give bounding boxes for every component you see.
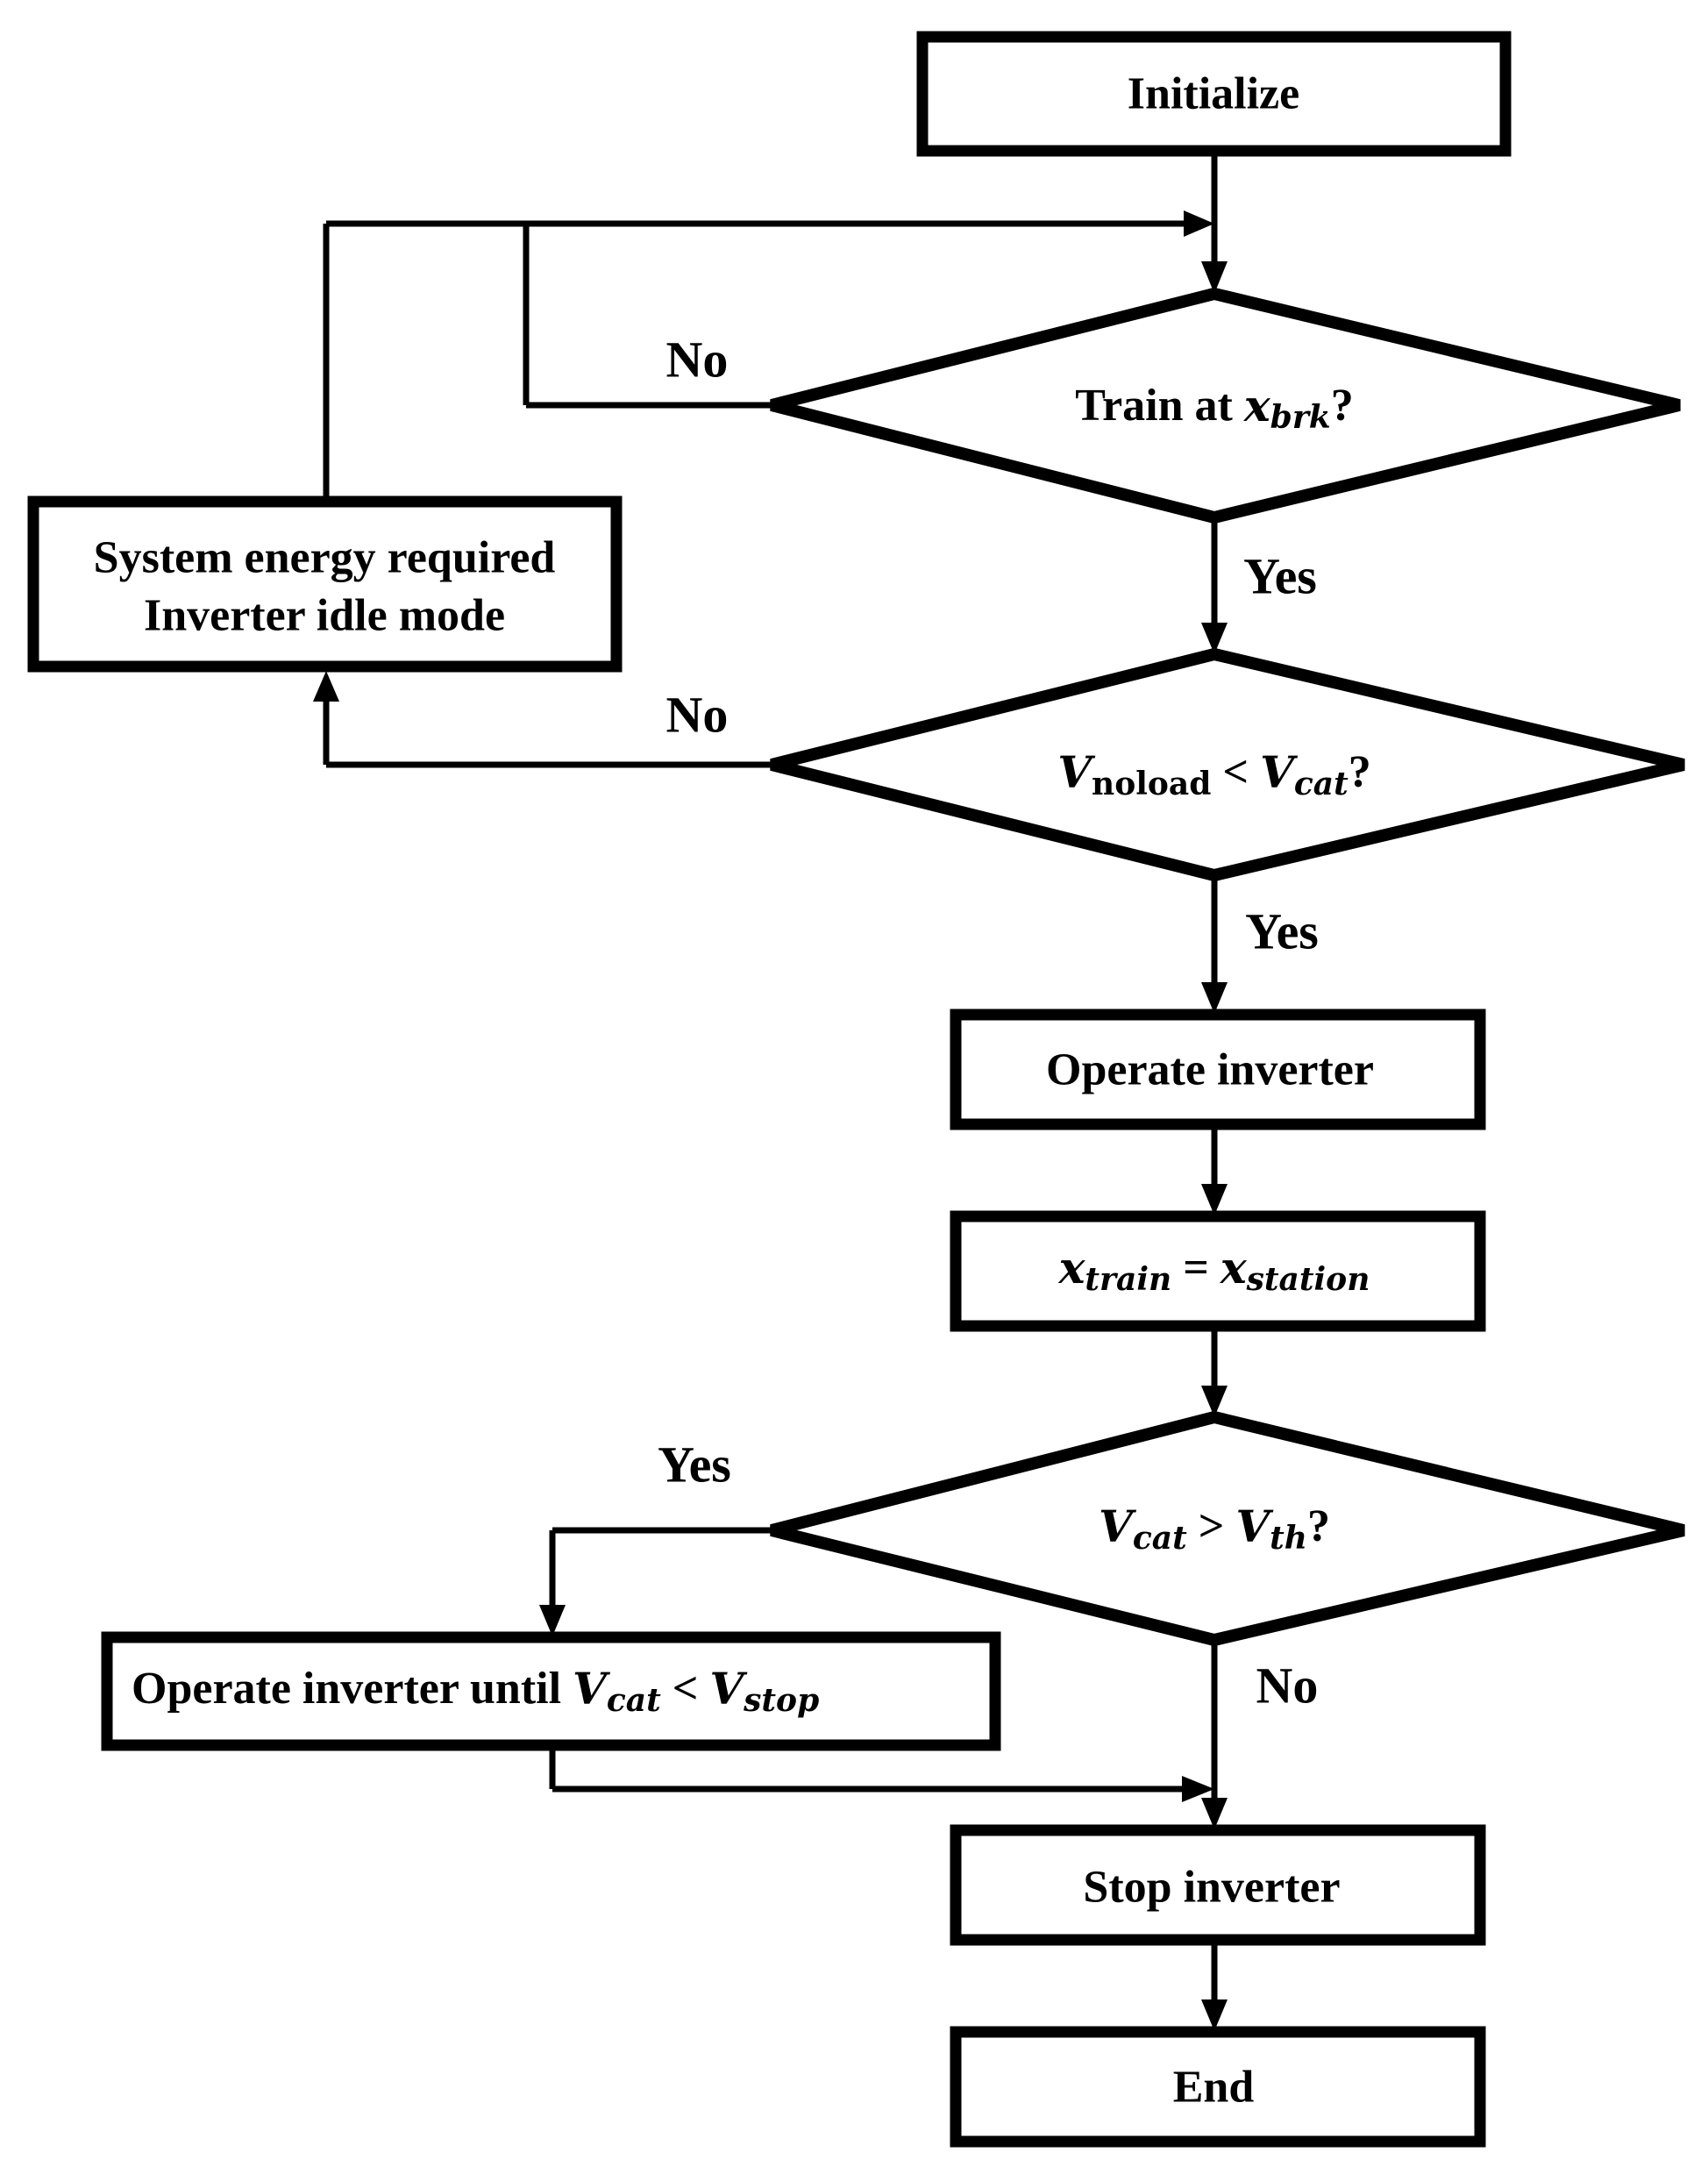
label-vth-yes: Yes (658, 1436, 731, 1493)
arrow-into-train-diamond (1201, 261, 1228, 294)
end-label: End (1173, 2063, 1255, 2113)
arrow-merge-into-stop-path (1182, 1776, 1214, 1802)
vth-decision: Vcat > Vth? (770, 1410, 1685, 1647)
arrow-into-end (1201, 1999, 1228, 2031)
xtrain-v2: x (1220, 1242, 1248, 1294)
arrow-into-energy-box (313, 671, 339, 702)
vnoload-decision: Vnoload < Vcat? (770, 647, 1685, 882)
train-at-label: Train at xbrk? (1075, 380, 1354, 437)
vth-op: > (1187, 1501, 1236, 1551)
operate-until-v2: V (709, 1663, 748, 1714)
train-at-prefix: Train at (1075, 381, 1244, 431)
operate-until-prefix: Operate inverter until (132, 1664, 573, 1714)
energy-required-line1: System energy required (94, 533, 556, 583)
arrow-into-stop-inverter (1201, 1798, 1228, 1829)
label-vnoload-yes: Yes (1245, 903, 1319, 960)
train-at-decision: Train at xbrk? (770, 287, 1681, 524)
vnoload-sub1-text: noload (1092, 766, 1211, 802)
operate-until-op: < (661, 1664, 710, 1714)
vnoload-sub2: cat (1294, 766, 1349, 802)
end-node: End (950, 2026, 1486, 2148)
train-at-var: x (1243, 380, 1271, 431)
operate-until-sub2: stop (743, 1682, 819, 1719)
vnoload-sub1: noload (1092, 766, 1211, 802)
label-vnoload-no: No (666, 687, 729, 744)
train-at-sub: brk (1270, 399, 1331, 436)
vth-v1: V (1099, 1500, 1137, 1552)
vnoload-suffix: ? (1349, 747, 1371, 797)
operate-inverter-node: Operate inverter (950, 1009, 1486, 1130)
arrow-loop-top (1184, 210, 1214, 237)
energy-required-node: System energy required Inverter idle mod… (27, 495, 623, 673)
vnoload-op: < (1211, 747, 1260, 797)
label-train-yes: Yes (1243, 548, 1317, 605)
vth-label: Vcat > Vth? (1099, 1500, 1330, 1557)
label-vth-no: No (1256, 1657, 1319, 1714)
edge-labels: No Yes No Yes Yes No (658, 331, 1319, 1714)
initialize-node: Initialize (916, 31, 1512, 157)
vth-sub1: cat (1133, 1520, 1187, 1557)
vth-suffix: ? (1307, 1501, 1330, 1551)
stop-inverter-node: Stop inverter (950, 1824, 1486, 1946)
xtrain-op: = (1171, 1243, 1221, 1293)
arrow-into-operate-until (539, 1605, 566, 1636)
arrow-into-vnoload (1201, 623, 1228, 654)
xtrain-label: xtrain = xstation (1058, 1242, 1370, 1299)
initialize-label: Initialize (1128, 69, 1299, 119)
arrow-into-operate-inverter (1201, 982, 1228, 1014)
operate-until-label: Operate inverter until Vcat < Vstop (132, 1663, 819, 1720)
operate-until-v1: V (573, 1663, 611, 1714)
vnoload-v2: V (1260, 746, 1299, 798)
vnoload-label: Vnoload < Vcat? (1057, 746, 1370, 803)
arrow-into-vth-diamond (1201, 1386, 1228, 1417)
xtrain-sub2: station (1246, 1261, 1370, 1298)
energy-required-line2: Inverter idle mode (144, 591, 505, 641)
xtrain-node: xtrain = xstation (950, 1210, 1486, 1332)
vth-v2: V (1235, 1500, 1274, 1552)
label-train-no: No (666, 331, 729, 388)
connectors (313, 151, 1228, 2031)
stop-inverter-label: Stop inverter (1083, 1863, 1340, 1913)
xtrain-sub1: train (1085, 1261, 1171, 1298)
vth-sub2: th (1270, 1520, 1307, 1557)
operate-until-sub1: cat (607, 1682, 661, 1719)
train-at-suffix: ? (1331, 381, 1354, 431)
arrow-into-xtrain (1201, 1184, 1228, 1215)
vnoload-v1: V (1057, 746, 1096, 798)
xtrain-v1: x (1058, 1242, 1086, 1294)
operate-inverter-label: Operate inverter (1046, 1045, 1374, 1095)
operate-until-node: Operate inverter until Vcat < Vstop (101, 1631, 1001, 1751)
